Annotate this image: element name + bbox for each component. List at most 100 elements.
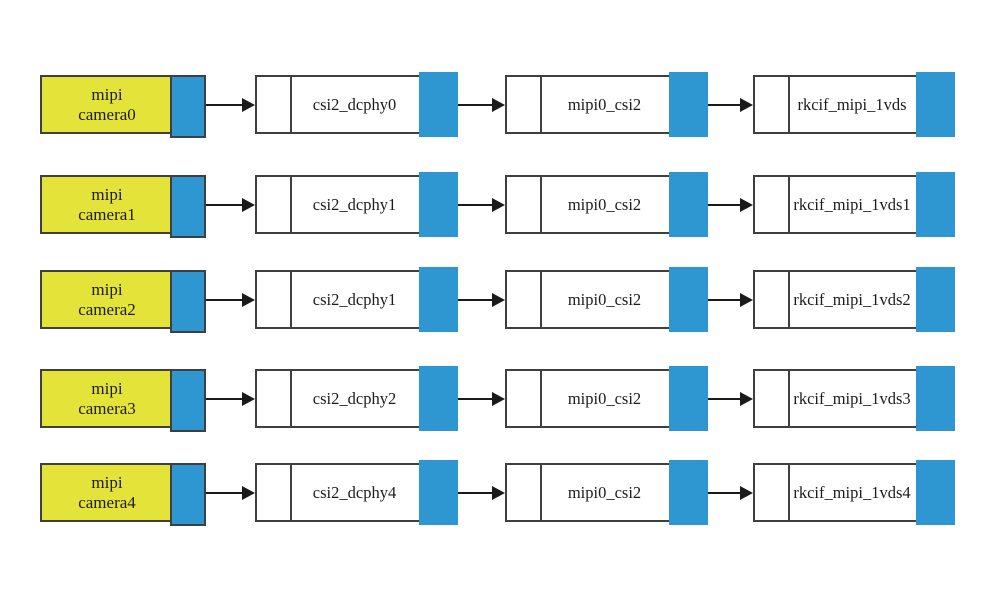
input-pad xyxy=(755,177,790,232)
output-port xyxy=(419,366,458,431)
pipeline-row: mipi camera1 csi2_dcphy1 mipi0_csi2 rkci… xyxy=(0,172,1000,238)
csi-label: mipi0_csi2 xyxy=(567,289,642,309)
input-pad xyxy=(257,371,292,426)
arrow-right-icon xyxy=(708,175,753,234)
arrow-right-icon xyxy=(458,463,505,522)
camera-label: mipi camera0 xyxy=(42,77,172,132)
arrow-shaft xyxy=(708,203,740,206)
output-port xyxy=(669,366,708,431)
camera-label: mipi camera4 xyxy=(42,465,172,520)
output-port xyxy=(669,267,708,332)
camera-node: mipi camera0 xyxy=(40,75,206,138)
arrow-head xyxy=(740,485,753,500)
csi-node: mipi0_csi2 xyxy=(505,172,708,237)
arrow-head xyxy=(492,391,505,406)
arrow-right-icon xyxy=(206,369,255,428)
rkcif-node: rkcif_mipi_1vds1 xyxy=(753,172,955,237)
output-port xyxy=(916,460,955,525)
arrow-right-icon xyxy=(206,175,255,234)
arrow-right-icon xyxy=(708,270,753,329)
arrow-head xyxy=(740,197,753,212)
camera-node: mipi camera4 xyxy=(40,463,206,526)
camera-label: mipi camera1 xyxy=(42,177,172,232)
dcphy-label: csi2_dcphy4 xyxy=(312,482,397,502)
rkcif-node: rkcif_mipi_1vds4 xyxy=(753,460,955,525)
input-pad xyxy=(257,77,292,132)
arrow-head xyxy=(740,292,753,307)
camera-output-port xyxy=(170,369,206,432)
arrow-right-icon xyxy=(206,463,255,522)
csi-node: mipi0_csi2 xyxy=(505,460,708,525)
input-pad xyxy=(507,77,542,132)
output-port xyxy=(419,460,458,525)
dcphy-node: csi2_dcphy0 xyxy=(255,72,458,137)
csi-label: mipi0_csi2 xyxy=(567,388,642,408)
arrow-shaft xyxy=(708,397,740,400)
camera-output-port xyxy=(170,175,206,238)
dcphy-label: csi2_dcphy2 xyxy=(312,388,397,408)
arrow-right-icon xyxy=(458,270,505,329)
arrow-head xyxy=(740,97,753,112)
arrow-head xyxy=(242,292,255,307)
output-port xyxy=(419,267,458,332)
camera-label-line1: mipi xyxy=(91,379,123,399)
camera-node: mipi camera3 xyxy=(40,369,206,432)
camera-label-line2: camera2 xyxy=(78,299,136,319)
csi-label: mipi0_csi2 xyxy=(567,94,642,114)
arrow-shaft xyxy=(458,298,492,301)
arrow-shaft xyxy=(458,397,492,400)
pipeline-row: mipi camera4 csi2_dcphy4 mipi0_csi2 rkci… xyxy=(0,460,1000,526)
rkcif-label: rkcif_mipi_1vds4 xyxy=(793,482,911,502)
camera-output-port xyxy=(170,75,206,138)
arrow-head xyxy=(740,391,753,406)
arrow-head xyxy=(492,485,505,500)
camera-output-port xyxy=(170,270,206,333)
camera-label-line2: camera0 xyxy=(78,104,136,124)
rkcif-label: rkcif_mipi_1vds1 xyxy=(793,194,911,214)
csi-node: mipi0_csi2 xyxy=(505,72,708,137)
arrow-shaft xyxy=(206,203,242,206)
arrow-shaft xyxy=(458,103,492,106)
camera-label: mipi camera2 xyxy=(42,272,172,327)
arrow-shaft xyxy=(708,103,740,106)
arrow-head xyxy=(492,292,505,307)
dcphy-node: csi2_dcphy1 xyxy=(255,267,458,332)
input-pad xyxy=(257,272,292,327)
camera-label: mipi camera3 xyxy=(42,371,172,426)
arrow-shaft xyxy=(206,491,242,494)
camera-label-line2: camera1 xyxy=(78,204,136,224)
rkcif-node: rkcif_mipi_1vds3 xyxy=(753,366,955,431)
input-pad xyxy=(507,465,542,520)
arrow-shaft xyxy=(708,491,740,494)
input-pad xyxy=(257,465,292,520)
output-port xyxy=(669,72,708,137)
camera-node: mipi camera2 xyxy=(40,270,206,333)
arrow-head xyxy=(492,197,505,212)
arrow-head xyxy=(242,485,255,500)
arrow-right-icon xyxy=(708,369,753,428)
arrow-right-icon xyxy=(708,75,753,134)
rkcif-label: rkcif_mipi_1vds xyxy=(797,94,907,114)
dcphy-node: csi2_dcphy1 xyxy=(255,172,458,237)
arrow-shaft xyxy=(458,203,492,206)
input-pad xyxy=(755,77,790,132)
input-pad xyxy=(507,177,542,232)
arrow-head xyxy=(242,97,255,112)
input-pad xyxy=(755,272,790,327)
arrow-shaft xyxy=(206,397,242,400)
camera-output-port xyxy=(170,463,206,526)
output-port xyxy=(916,366,955,431)
arrow-right-icon xyxy=(458,75,505,134)
output-port xyxy=(916,172,955,237)
arrow-shaft xyxy=(206,103,242,106)
pipeline-row: mipi camera3 csi2_dcphy2 mipi0_csi2 rkci… xyxy=(0,366,1000,432)
csi-node: mipi0_csi2 xyxy=(505,366,708,431)
output-port xyxy=(916,72,955,137)
input-pad xyxy=(257,177,292,232)
pipeline-row: mipi camera0 csi2_dcphy0 mipi0_csi2 rkci… xyxy=(0,72,1000,138)
camera-node: mipi camera1 xyxy=(40,175,206,238)
camera-label-line1: mipi xyxy=(91,185,123,205)
arrow-right-icon xyxy=(206,75,255,134)
arrow-right-icon xyxy=(708,463,753,522)
